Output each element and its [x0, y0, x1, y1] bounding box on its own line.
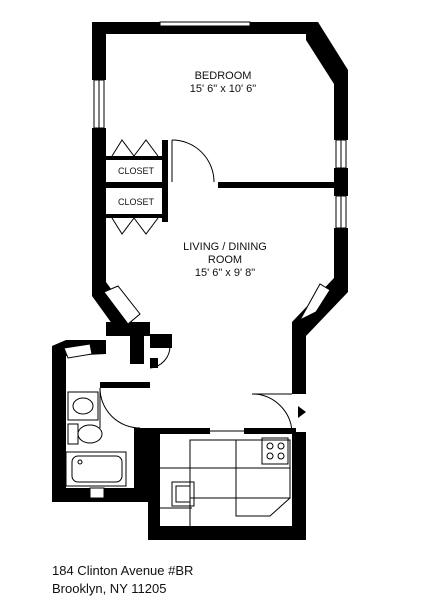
bathroom-fixtures — [65, 391, 127, 499]
living-name-line2: ROOM — [207, 254, 243, 266]
address-line2: Brooklyn, NY 11205 — [52, 581, 167, 596]
kitchen-fixtures — [160, 437, 291, 526]
bedroom-name: BEDROOM — [194, 70, 252, 82]
door-swings — [99, 139, 293, 433]
bedroom-label: BEDROOM 15' 6" x 10' 6" — [168, 70, 278, 96]
bedroom-dimensions: 15' 6" x 10' 6" — [189, 83, 257, 95]
address-line1: 184 Clinton Avenue #BR — [52, 563, 194, 578]
living-dining-label: LIVING / DINING ROOM 15' 6" x 9' 8" — [160, 241, 290, 280]
interior-walls — [106, 140, 336, 434]
closet-doors — [111, 139, 159, 235]
entry-arrow — [298, 406, 306, 418]
living-dimensions: 15' 6" x 9' 8" — [194, 267, 256, 279]
closet-upper-label: CLOSET — [117, 166, 154, 176]
living-name-line1: LIVING / DINING — [183, 241, 267, 253]
exterior-walls — [52, 22, 348, 540]
windows — [63, 21, 347, 359]
closet-lower-label: CLOSET — [117, 197, 154, 207]
